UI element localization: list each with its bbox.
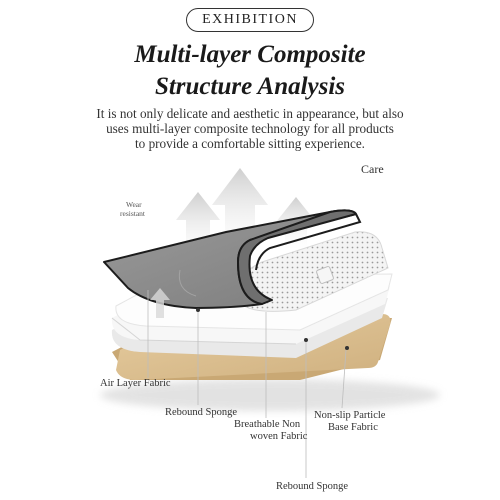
page-title-line1: Multi-layer Composite [134,41,366,68]
description-line2: uses multi-layer composite technology fo… [106,121,394,136]
leader-lines [147,290,347,478]
label-resistant: resistant [120,209,145,218]
description-line1: It is not only delicate and aesthetic in… [96,106,404,121]
label-rebound-sponge-1: Rebound Sponge [165,407,238,418]
label-air-layer-fabric: Air Layer Fabric [100,378,171,389]
top-fabric-layer [103,209,362,312]
label-rebound-sponge-2: Rebound Sponge [276,481,349,492]
label-wear: Wear [126,200,142,209]
layer-structure-illustration [100,168,440,478]
exhibition-badge: EXHIBITION [186,8,314,32]
label-breathable-line2: woven Fabric [250,431,308,442]
label-nonslip-line2: Base Fabric [328,422,378,433]
label-care: Care [361,162,384,176]
page-title-line2: Structure Analysis [154,73,346,100]
description-line3: to provide a comfortable sitting experie… [135,136,365,151]
label-breathable-line1: Breathable Non [234,419,301,430]
label-nonslip-line1: Non-slip Particle [314,410,386,421]
arrow-up-small-icon [150,288,170,318]
